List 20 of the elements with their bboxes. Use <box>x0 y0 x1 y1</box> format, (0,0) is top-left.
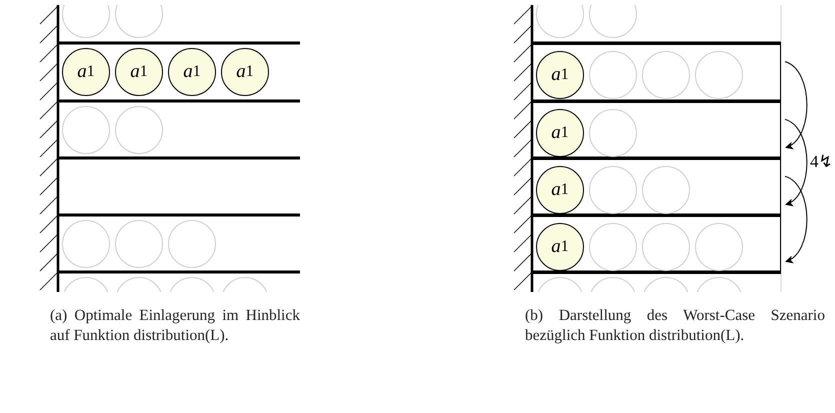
empty-slot-circle <box>695 51 743 99</box>
empty-slot-circle <box>589 108 637 156</box>
empty-slot-circle <box>642 51 690 99</box>
figure-caption: (a) Optimale Einlagerung im Hinblick auf Funktion distribution(L). <box>50 306 300 346</box>
empty-slot-circle <box>62 106 110 154</box>
empty-slot-circle <box>589 222 637 270</box>
empty-slot-circle <box>642 222 690 270</box>
empty-slot-circle <box>589 51 637 99</box>
empty-slot-circle <box>589 166 637 214</box>
empty-slot-circle <box>115 220 163 268</box>
curved-arrow <box>784 118 808 205</box>
curved-arrow <box>784 61 808 148</box>
empty-slot-circle <box>62 220 110 268</box>
curved-arrow <box>784 176 808 262</box>
empty-slot-circle <box>695 222 743 270</box>
shelf-compartment <box>532 42 781 102</box>
empty-slot-circle <box>168 220 216 268</box>
figure-caption: (b) Darstellung des Worst-Case Szenario bezüglich Funktion distribution(L). <box>525 306 825 346</box>
empty-slot-circle <box>642 166 690 214</box>
empty-slot-circle <box>115 106 163 154</box>
